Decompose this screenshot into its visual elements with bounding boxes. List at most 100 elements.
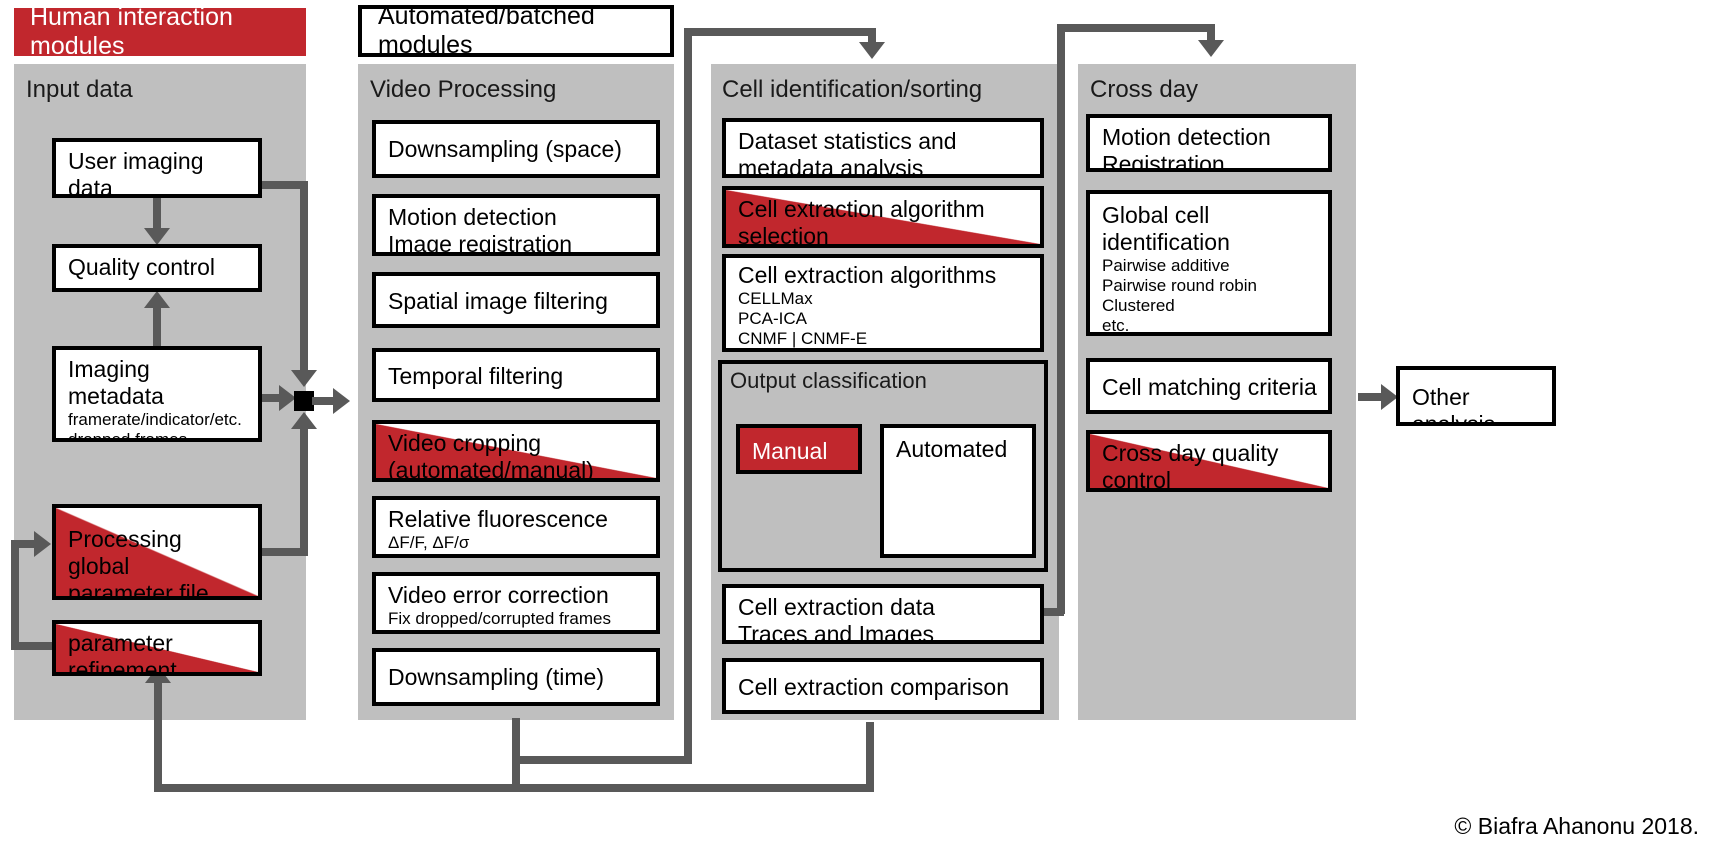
box-imaging-metadata-title: Imaging metadata [68,356,164,410]
box-cross-day-quality-control-title: Cross day quality control [1102,440,1279,492]
box-parameter-refinement-title: parameter refinement [68,630,177,676]
panel-title-cell-identification: Cell identification/sorting [722,76,983,103]
box-other-analysis[interactable]: Other analysis [1396,366,1556,426]
box-downsampling-space[interactable]: Downsampling (space) [372,120,660,178]
arrowhead-junction-out [333,388,350,414]
arrowhead-feedback-into-globalparam [34,531,51,557]
legend-human-interaction: Human interaction modules [14,3,306,60]
connector-video-top-h [684,28,876,36]
legend-human-label: Human interaction modules [30,3,233,60]
box-cell-extraction-algorithms[interactable]: Cell extraction algorithms CELLMax PCA-I… [722,254,1044,352]
connector-video-top-v [684,28,692,760]
box-dataset-statistics-title: Dataset statistics and metadata analysis [738,128,957,178]
box-dataset-statistics[interactable]: Dataset statistics and metadata analysis [722,118,1044,178]
box-video-cropping-title: Video cropping (automated/manual) [388,430,594,482]
box-video-error-correction-sub: Fix dropped/corrupted frames [388,609,611,629]
panel-title-video-processing: Video Processing [370,76,557,103]
box-relative-fluorescence-sub: ΔF/F, ΔF/σ [388,533,470,553]
box-motion-detection-registration-title: Motion detection Registration [1102,124,1271,172]
box-cell-extraction-comparison-title: Cell extraction comparison [738,674,1010,700]
connector-video-bus-h [512,756,692,764]
connector-junction-out [312,397,336,405]
arrowhead-user-data-down [291,370,317,387]
box-global-cell-identification-title: Global cell identification [1102,202,1230,256]
connector-cellid-to-bus-v [866,722,874,792]
legend-automated-label: Automated/batched modules [378,2,595,59]
merge-junction-node [294,391,314,411]
box-processing-global-parameter-file[interactable]: Processing global parameter file [52,504,262,600]
arrowhead-globalparam-up [291,412,317,429]
connector-feedback-left-bottom [11,642,59,650]
connector-into-crossday-v [1207,24,1215,42]
box-other-analysis-title: Other analysis [1412,384,1496,426]
connector-globalparam-h [258,548,308,556]
arrowhead-metadata-to-qc [144,291,170,308]
box-manual[interactable]: Manual [736,424,862,474]
box-automated[interactable]: Automated [880,424,1036,558]
box-temporal-filtering[interactable]: Temporal filtering [372,348,660,402]
box-downsampling-time-title: Downsampling (time) [388,664,605,690]
arrowhead-to-other-analysis [1381,384,1398,410]
box-cell-extraction-comparison[interactable]: Cell extraction comparison [722,658,1044,714]
box-motion-detection-title: Motion detection Image registration [388,204,573,256]
box-video-cropping[interactable]: Video cropping (automated/manual) [372,420,660,482]
box-video-error-correction-title: Video error correction [388,582,609,608]
arrowhead-metadata-right [279,385,296,411]
box-spatial-image-filtering[interactable]: Spatial image filtering [372,272,660,328]
connector-into-cellid-v [868,28,876,46]
connector-return-bus-h2 [554,784,874,792]
copyright-credit: © Biafra Ahanonu 2018. [1454,813,1699,839]
box-spatial-image-filtering-title: Spatial image filtering [388,288,608,314]
box-cell-matching-criteria[interactable]: Cell matching criteria [1086,358,1332,414]
box-global-cell-identification[interactable]: Global cell identification Pairwise addi… [1086,190,1332,336]
connector-feedback-left-v [11,540,19,650]
box-cross-day-quality-control[interactable]: Cross day quality control [1086,430,1332,492]
connector-user-data-h [258,181,308,189]
box-motion-detection-registration[interactable]: Motion detection Registration [1086,114,1332,172]
connector-feedback-left-top [11,540,41,548]
box-cell-extraction-data-title: Cell extraction data Traces and Images [738,594,935,644]
arrowhead-user-to-qc [144,228,170,245]
connector-return-bus-v [154,676,162,792]
connector-user-to-qc [153,198,161,230]
box-relative-fluorescence[interactable]: Relative fluorescence ΔF/F, ΔF/σ [372,496,660,558]
box-relative-fluorescence-title: Relative fluorescence [388,506,608,532]
box-motion-detection[interactable]: Motion detection Image registration [372,194,660,256]
box-automated-title: Automated [896,436,1008,462]
box-video-error-correction[interactable]: Video error correction Fix dropped/corru… [372,572,660,634]
box-cell-extraction-algorithm-selection-title: Cell extraction algorithm selection [738,196,985,248]
box-cell-extraction-algorithms-title: Cell extraction algorithms [738,262,997,288]
box-imaging-metadata-sub: framerate/indicator/etc. dropped frames [68,410,242,442]
connector-cellid-top-h [1057,24,1215,32]
box-temporal-filtering-title: Temporal filtering [388,363,564,389]
box-quality-control-title: Quality control [68,254,216,280]
box-cell-extraction-data[interactable]: Cell extraction data Traces and Images [722,584,1044,644]
box-parameter-refinement[interactable]: parameter refinement [52,620,262,676]
box-cell-matching-criteria-title: Cell matching criteria [1102,374,1317,400]
connector-globalparam-v [300,424,308,556]
box-cell-extraction-algorithms-sub: CELLMax PCA-ICA CNMF | CNMF-E EXTRACT | … [738,289,868,349]
connector-video-to-bus-v [512,718,520,792]
box-user-imaging-data-title: User imaging data (xyt or xyzt) [68,148,204,198]
legend-automated-batched: Automated/batched modules [358,2,674,59]
panel-title-cross-day: Cross day [1090,76,1199,103]
box-user-imaging-data[interactable]: User imaging data (xyt or xyzt) [52,138,262,198]
box-processing-global-parameter-file-title: Processing global parameter file [68,526,209,600]
box-quality-control[interactable]: Quality control [52,244,262,292]
arrowhead-into-cellid [859,42,885,59]
arrowhead-into-crossday [1198,40,1224,57]
box-manual-title: Manual [752,438,828,464]
connector-cellextractdata-to-bus [1040,608,1064,616]
connector-user-data-v [300,181,308,373]
box-downsampling-space-title: Downsampling (space) [388,136,622,162]
connector-metadata-to-qc [153,308,161,346]
subpanel-title-output-classification: Output classification [730,368,927,393]
box-downsampling-time[interactable]: Downsampling (time) [372,648,660,706]
connector-metadata-right [258,394,286,402]
box-cell-extraction-algorithm-selection[interactable]: Cell extraction algorithm selection [722,186,1044,248]
panel-title-input-data: Input data [26,76,133,103]
box-global-cell-identification-sub: Pairwise additive Pairwise round robin C… [1102,256,1257,336]
box-imaging-metadata[interactable]: Imaging metadata framerate/indicator/etc… [52,346,262,442]
connector-crossday-to-other [1358,393,1388,401]
